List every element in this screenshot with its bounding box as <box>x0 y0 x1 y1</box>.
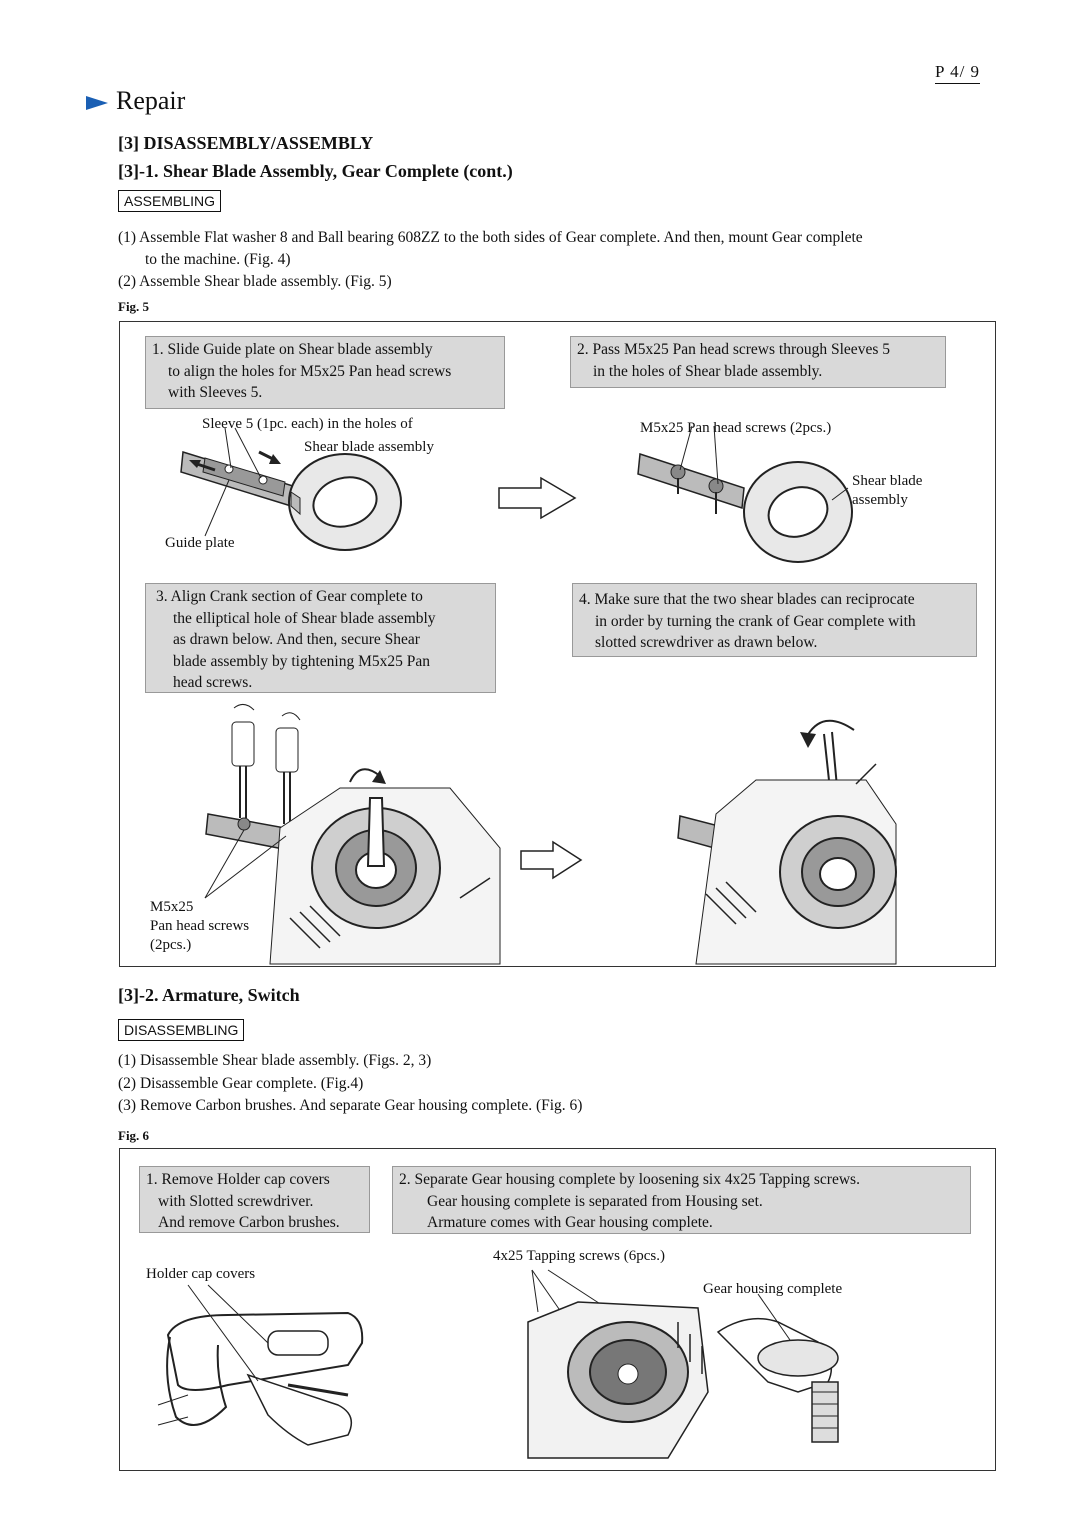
reciprocate-check-illustration <box>677 719 897 965</box>
note-4-line-2: in order by turning the crank of Gear co… <box>595 612 916 630</box>
note-6-2-line-3: Armature comes with Gear housing complet… <box>427 1214 713 1231</box>
note-4-line-1: 4. Make sure that the two shear blades c… <box>579 591 915 608</box>
note-6-2-line-1: 2. Separate Gear housing complete by loo… <box>399 1171 860 1188</box>
caption-shear-blade-2: assembly <box>852 492 908 508</box>
arrow-right-icon <box>498 476 577 520</box>
note-6-1-line-3: And remove Carbon brushes. <box>158 1214 340 1231</box>
step-2: (2) Assemble Shear blade assembly. (Fig.… <box>118 273 392 290</box>
arrow-right-icon <box>520 840 583 880</box>
note-3-line-2: the elliptical hole of Shear blade assem… <box>173 609 436 627</box>
caption-m5x25-3: (2pcs.) <box>150 937 192 953</box>
caption-m5x25-2: Pan head screws <box>150 918 250 934</box>
note-1: 1. Slide Guide plate on Shear blade asse… <box>145 336 505 409</box>
fig-6-label: Fig. 6 <box>118 1128 150 1143</box>
caption-guide-plate: Guide plate <box>165 535 235 551</box>
section-prefix: Repair <box>86 86 185 116</box>
caption-m5x25: M5x25 <box>150 899 194 915</box>
note-6-1: 1. Remove Holder cap covers with Slotted… <box>139 1166 370 1233</box>
caption-sleeve: Sleeve 5 (1pc. each) in the holes of <box>202 416 413 432</box>
subsection-title-2: [3]-2. Armature, Switch <box>118 985 300 1005</box>
note-6-1-line-1: 1. Remove Holder cap covers <box>146 1171 330 1188</box>
step-1-cont: to the machine. (Fig. 4) <box>145 251 291 268</box>
note-2: 2. Pass M5x25 Pan head screws through Sl… <box>570 336 946 388</box>
caption-shear-blade: Shear blade <box>852 473 923 489</box>
note-6-2-line-2: Gear housing complete is separated from … <box>427 1192 763 1210</box>
guide-plate-illustration <box>180 427 402 551</box>
note-1-line-1: 1. Slide Guide plate on Shear blade asse… <box>152 341 433 358</box>
step-3-3: (3) Remove Carbon brushes. And separate … <box>118 1097 583 1114</box>
caption-gear-housing: Gear housing complete <box>703 1281 843 1297</box>
assembling-label: ASSEMBLING <box>118 190 222 212</box>
tighten-screws-illustration <box>204 704 501 965</box>
section-heading: [3] DISASSEMBLY/ASSEMBLY <box>118 133 374 153</box>
note-2-line-1: 2. Pass M5x25 Pan head screws through Sl… <box>577 341 890 358</box>
step-3-2: (2) Disassemble Gear complete. (Fig.4) <box>118 1075 364 1092</box>
note-6-2: 2. Separate Gear housing complete by loo… <box>392 1166 971 1234</box>
fig-5-label: Fig. 5 <box>118 299 150 314</box>
gear-housing-separation-illustration <box>527 1269 839 1459</box>
holder-cap-covers-illustration <box>157 1284 364 1446</box>
screws-through-sleeves-illustration <box>637 425 853 563</box>
note-3-line-5: head screws. <box>173 674 253 691</box>
caption-holder-cap-covers: Holder cap covers <box>146 1266 256 1282</box>
step-3-1: (1) Disassemble Shear blade assembly. (F… <box>118 1052 432 1069</box>
note-6-1-line-2: with Slotted screwdriver. <box>158 1192 314 1210</box>
caption-tapping-screws: 4x25 Tapping screws (6pcs.) <box>493 1248 665 1264</box>
note-2-line-2: in the holes of Shear blade assembly. <box>593 362 823 380</box>
section-prefix-label: Repair <box>116 86 186 115</box>
triangle-icon <box>86 96 108 110</box>
note-3-line-4: blade assembly by tightening M5x25 Pan <box>173 652 431 670</box>
step-1: (1) Assemble Flat washer 8 and Ball bear… <box>118 229 863 246</box>
note-3: 3. Align Crank section of Gear complete … <box>145 583 496 693</box>
caption-sleeve-2: Shear blade assembly <box>304 439 434 455</box>
note-3-line-3: as drawn below. And then, secure Shear <box>173 631 420 648</box>
note-1-line-2: to align the holes for M5x25 Pan head sc… <box>168 362 452 380</box>
note-4: 4. Make sure that the two shear blades c… <box>572 583 977 657</box>
page-number: P 4/ 9 <box>935 62 981 84</box>
subsection-title-1: [3]-1. Shear Blade Assembly, Gear Comple… <box>118 161 513 181</box>
note-1-line-3: with Sleeves 5. <box>168 384 263 401</box>
note-4-line-3: slotted screwdriver as drawn below. <box>595 634 818 651</box>
caption-screws-2pcs: M5x25 Pan head screws (2pcs.) <box>640 420 832 436</box>
note-3-line-1: 3. Align Crank section of Gear complete … <box>156 588 423 605</box>
disassembling-label: DISASSEMBLING <box>118 1019 245 1041</box>
